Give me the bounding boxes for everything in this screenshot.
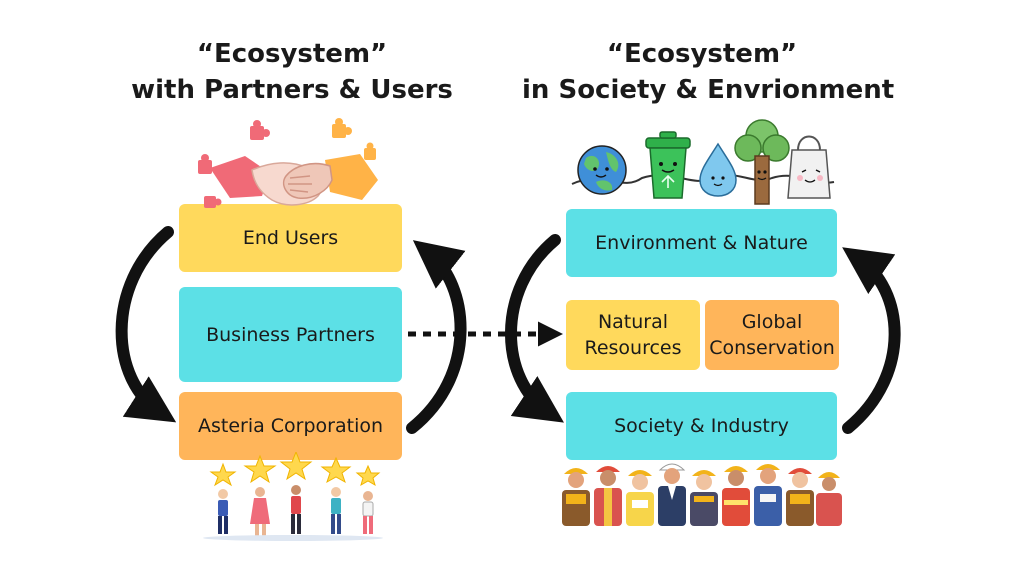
arrow-right-down (505, 234, 564, 423)
natural-resources-label: Natural Resources (584, 311, 682, 359)
arrow-left-down (115, 226, 177, 423)
society-industry-label: Society & Industry (614, 415, 789, 437)
global-conservation-label: Global Conservation (709, 311, 835, 359)
business-partners-label: Business Partners (206, 323, 375, 346)
right-title-line1: “Ecosystem” (606, 39, 798, 69)
asteria-corporation-box: Asteria Corporation (179, 392, 402, 460)
left-title: “Ecosystem” with Partners & Users (112, 36, 472, 108)
earth-bin-water-tree-bag-icon (571, 119, 835, 205)
asteria-corporation-label: Asteria Corporation (197, 415, 384, 437)
handshake-puzzle-icon (198, 118, 378, 208)
environment-nature-box: Environment & Nature (566, 209, 837, 277)
left-title-line2: with Partners & Users (131, 75, 453, 105)
right-title: “Ecosystem” in Society & Envrionment (522, 36, 895, 108)
left-title-line1: “Ecosystem” (196, 39, 388, 69)
right-title-line2: in Society & Envrionment (522, 75, 895, 105)
society-industry-box: Society & Industry (566, 392, 837, 460)
global-conservation-box: Global Conservation (705, 300, 839, 370)
business-partners-box: Business Partners (179, 287, 402, 382)
end-users-box: End Users (179, 204, 402, 272)
people-holding-stars-icon (203, 452, 383, 541)
workers-group-icon (562, 463, 842, 526)
arrow-left-up (406, 240, 467, 434)
environment-nature-label: Environment & Nature (595, 232, 808, 254)
end-users-label: End Users (242, 227, 339, 249)
arrow-right-up (842, 247, 901, 434)
natural-resources-box: Natural Resources (566, 300, 700, 370)
